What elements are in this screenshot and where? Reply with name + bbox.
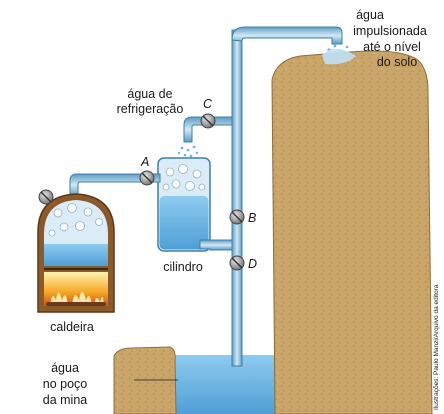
- mine-water-label-1: água: [51, 361, 79, 375]
- valve-b-label: B: [248, 211, 256, 225]
- outlet-pipe: [231, 26, 343, 45]
- valve-a-label: A: [140, 155, 149, 169]
- cooling-water-label-1: água de: [127, 87, 172, 101]
- riser-pipe: [231, 29, 243, 367]
- boiler-grate: [44, 268, 108, 270]
- boiler-label: caldeira: [50, 320, 94, 334]
- mine-water-label-2: no poço: [43, 377, 88, 391]
- pumped-water-spray: [322, 44, 356, 65]
- pumped-water-label-3: até o nível: [363, 40, 421, 54]
- valve-d-label: D: [248, 257, 257, 271]
- valve-c-label: C: [203, 97, 213, 111]
- valve-d[interactable]: [229, 255, 245, 271]
- valve-a[interactable]: [139, 170, 155, 186]
- steam-pipe: [69, 173, 161, 197]
- illustration-credit: Ilustrações: Paulo Manzi/Arquivo da edit…: [433, 284, 440, 410]
- cooling-spray: [177, 145, 199, 158]
- valve-c[interactable]: [200, 113, 216, 129]
- cylinder-label: cilindro: [163, 260, 203, 274]
- pumped-water-label-1: água: [356, 8, 384, 22]
- cylinder-outlet-pipe: [199, 239, 233, 251]
- mine-water-label-3: da mina: [43, 393, 88, 407]
- left-rock: [113, 346, 177, 414]
- cooling-water-label-2: refrigeração: [117, 102, 184, 116]
- valve-b[interactable]: [229, 209, 245, 225]
- cylinder-steam: [162, 164, 206, 191]
- boiler-steam: [48, 203, 103, 237]
- cylinder-water: [159, 196, 209, 250]
- fire-logs: [46, 302, 106, 306]
- cooling-pipe: [183, 116, 233, 143]
- boiler-water: [44, 244, 108, 266]
- pumped-water-label-4: do solo: [377, 55, 417, 69]
- valve-boiler[interactable]: [38, 189, 54, 205]
- right-cliff: [271, 50, 433, 414]
- pumped-water-label-2: impulsionada: [353, 24, 427, 38]
